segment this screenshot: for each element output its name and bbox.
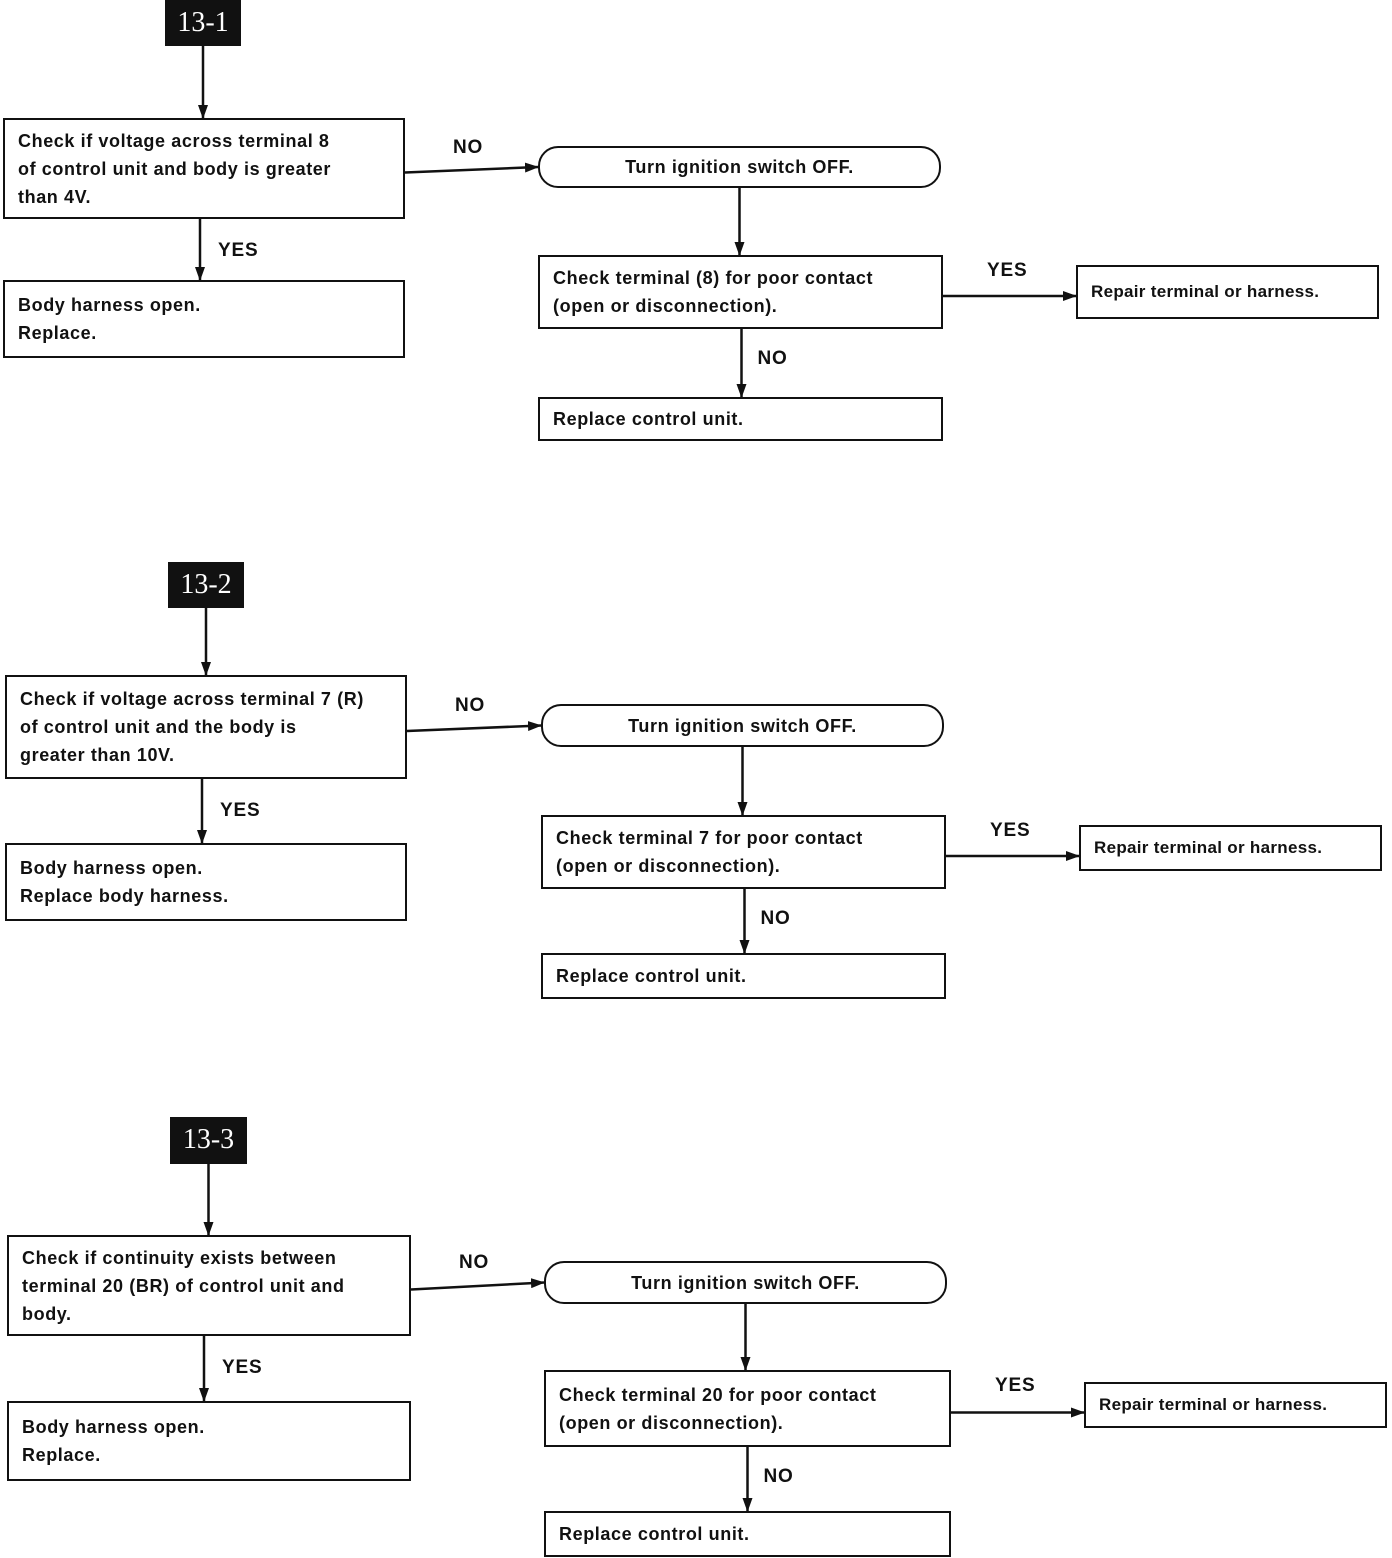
check-terminal-box-line: (open or disconnection). [556, 856, 781, 876]
check-box-line: Check if voltage across terminal 8 [18, 130, 330, 151]
check-box-line: greater than 10V. [20, 745, 175, 765]
check-box-line: of control unit and body is greater [18, 158, 332, 179]
yes-label: YES [220, 800, 261, 821]
replace-control-unit-box: Replace control unit. [544, 1511, 951, 1557]
repair-box-text: Repair terminal or harness. [1094, 838, 1323, 857]
check-box-line: body. [22, 1303, 72, 1324]
no-arrow [404, 162, 539, 174]
check-terminal-box-line: (open or disconnection). [559, 1412, 784, 1433]
turn-ignition-off-box: Turn ignition switch OFF. [541, 704, 944, 747]
yes-result-box-text: Body harness open. Replace body harness. [20, 854, 397, 910]
step-label: 13-3 [170, 1117, 247, 1164]
replace-control-unit-box: Replace control unit. [541, 953, 946, 999]
replace-control-unit-box: Replace control unit. [538, 397, 943, 441]
yes-result-box-line: Body harness open. [18, 295, 201, 315]
no-label: NO [453, 137, 484, 158]
check-box: Check if continuity exists between termin… [7, 1235, 411, 1336]
turn-ignition-off-box-text: Turn ignition switch OFF. [625, 157, 854, 177]
yes-result-box-text: Body harness open. Replace. [22, 1413, 401, 1469]
yes-result-box-line: Replace. [22, 1445, 101, 1465]
yes-result-box: Body harness open. Replace. [3, 280, 405, 358]
yes-result-box: Body harness open. Replace. [7, 1401, 411, 1481]
check-terminal-box-text: Check terminal 7 for poor contact (open o… [556, 824, 936, 880]
step-label: 13-1 [165, 0, 241, 46]
turn-ignition-off-box: Turn ignition switch OFF. [544, 1261, 947, 1304]
check-terminal-box: Check terminal 7 for poor contact (open o… [541, 815, 946, 889]
check-box-text: Check if voltage across terminal 8 of con… [18, 127, 395, 211]
repair-box: Repair terminal or harness. [1084, 1382, 1387, 1428]
check-terminal-box-text: Check terminal 20 for poor contact (open … [559, 1381, 941, 1437]
turn-ignition-off-box: Turn ignition switch OFF. [538, 146, 941, 188]
no-label: NO [760, 908, 791, 929]
check-box-line: Check if voltage across terminal 7 (R) [20, 689, 364, 709]
yes-result-box-text: Body harness open. Replace. [18, 291, 395, 347]
turn-ignition-off-box-text: Turn ignition switch OFF. [631, 1272, 860, 1293]
yes-result-box-line: Body harness open. [22, 1417, 205, 1437]
check-box-line: Check if continuity exists between [22, 1247, 337, 1268]
check-terminal-box-text: Check terminal (8) for poor contact (open… [553, 264, 933, 320]
no-label: NO [459, 1252, 490, 1273]
check-box-text: Check if voltage across terminal 7 (R) of… [20, 685, 397, 769]
check-box-line: than 4V. [18, 186, 92, 207]
check-box-text: Check if continuity exists between termin… [22, 1244, 401, 1328]
check-terminal-box-line: (open or disconnection). [553, 296, 778, 316]
check-terminal-box-line: Check terminal (8) for poor contact [553, 268, 874, 288]
yes-label: YES [222, 1357, 263, 1378]
replace-control-unit-box-text: Replace control unit. [553, 409, 744, 429]
repair-box-text: Repair terminal or harness. [1091, 282, 1320, 301]
repair-box: Repair terminal or harness. [1079, 825, 1382, 871]
check-terminal-box: Check terminal 20 for poor contact (open … [544, 1370, 951, 1447]
yes-result-box-line: Replace. [18, 323, 97, 343]
yes-result-box: Body harness open. Replace body harness. [5, 843, 407, 921]
yes-label: YES [990, 820, 1031, 841]
check-terminal-box: Check terminal (8) for poor contact (open… [538, 255, 943, 329]
no-label: NO [757, 348, 788, 369]
check-box-line: of control unit and the body is [20, 717, 297, 737]
check-box: Check if voltage across terminal 8 of con… [3, 118, 405, 219]
yes-result-box-line: Body harness open. [20, 858, 203, 878]
check-box: Check if voltage across terminal 7 (R) of… [5, 675, 407, 779]
replace-control-unit-box-text: Replace control unit. [559, 1524, 750, 1544]
turn-ignition-off-box-text: Turn ignition switch OFF. [628, 715, 857, 736]
yes-label: YES [987, 260, 1028, 281]
repair-box-text: Repair terminal or harness. [1099, 1395, 1328, 1414]
no-label: NO [455, 695, 486, 716]
check-terminal-box-line: Check terminal 20 for poor contact [559, 1384, 877, 1405]
yes-label: YES [218, 240, 259, 261]
yes-result-box-line: Replace body harness. [20, 886, 229, 906]
check-terminal-box-line: Check terminal 7 for poor contact [556, 828, 863, 848]
repair-box: Repair terminal or harness. [1076, 265, 1379, 319]
check-box-line: terminal 20 (BR) of control unit and [22, 1275, 345, 1296]
no-arrow [410, 1278, 545, 1291]
yes-label: YES [995, 1375, 1036, 1396]
no-label: NO [763, 1466, 794, 1487]
replace-control-unit-box-text: Replace control unit. [556, 966, 747, 986]
no-arrow [406, 721, 542, 733]
step-label: 13-2 [168, 562, 244, 608]
